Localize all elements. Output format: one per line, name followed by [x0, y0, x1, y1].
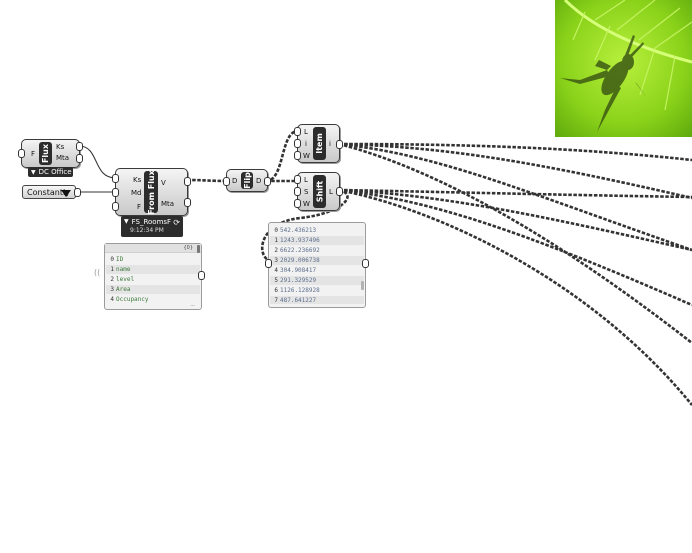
shift-nickname: Shift: [313, 175, 326, 208]
flux-nickname: Flux: [39, 142, 52, 165]
list-item-component[interactable]: L i W Item i: [297, 124, 340, 163]
item-input-l: L: [304, 128, 308, 136]
from-flux-input-grip-ks[interactable]: [112, 174, 119, 183]
flux-output-mta: Mta: [56, 154, 70, 162]
flux-output-ks: Ks: [56, 143, 65, 151]
flux-output-grip-mta[interactable]: [76, 154, 83, 163]
values-panel-input-grip[interactable]: [265, 259, 272, 268]
flip-nickname: Flip: [241, 172, 253, 189]
flux-component[interactable]: F Flux Ks Mta: [21, 139, 80, 168]
flip-input-d: D: [232, 177, 238, 185]
from-flux-input-grip-f[interactable]: [112, 202, 119, 211]
from-flux-input-grip-md[interactable]: [112, 188, 119, 197]
flux-project-dropdown[interactable]: ▼ DC Office: [28, 167, 73, 177]
grasshopper-on-leaf-image: [555, 0, 692, 137]
from-flux-key-dropdown[interactable]: ▼ FS_RoomsF ⟳ 9:12:34 PM: [121, 216, 183, 237]
keys-panel-input-wave-icon: ((: [94, 268, 101, 277]
wire: [338, 142, 692, 162]
shift-input-grip-l[interactable]: [294, 175, 301, 184]
wire: [186, 178, 228, 183]
item-input-grip-l[interactable]: [294, 127, 301, 136]
flux-output-grip-ks[interactable]: [76, 142, 83, 151]
keys-panel-path-header: {0}: [105, 244, 201, 253]
keys-panel-output-grip[interactable]: [198, 271, 205, 280]
values-panel-scrollbar[interactable]: [361, 281, 364, 290]
shift-input-grip-w[interactable]: [294, 199, 301, 208]
item-input-grip-w[interactable]: [294, 151, 301, 160]
wire: [338, 188, 692, 252]
wire: [338, 188, 692, 199]
from-flux-input-f: F: [137, 203, 142, 211]
wire: [338, 142, 692, 345]
shift-output-grip[interactable]: [336, 187, 343, 196]
keys-panel-scrollbar[interactable]: [197, 245, 200, 253]
item-output-i: i: [329, 140, 331, 148]
value-list-output-grip[interactable]: [74, 188, 81, 197]
shift-list-component[interactable]: L S W Shift L: [297, 172, 340, 211]
caret-down-icon: ▼: [124, 218, 129, 225]
from-flux-output-grip-mta[interactable]: [184, 198, 191, 207]
from-flux-output-grip-v[interactable]: [184, 177, 191, 186]
from-flux-input-md: Md: [131, 189, 142, 197]
item-nickname: Item: [313, 127, 326, 160]
values-panel-output-grip[interactable]: [362, 259, 369, 268]
from-flux-timestamp: 9:12:34 PM: [130, 227, 164, 234]
shift-input-grip-s[interactable]: [294, 187, 301, 196]
from-flux-key-label: FS_RoomsF: [131, 218, 172, 226]
value-list-label: Constantly: [27, 187, 70, 197]
shift-input-l: L: [304, 176, 308, 184]
refresh-icon[interactable]: ⟳: [173, 218, 180, 227]
from-flux-input-ks: Ks: [133, 176, 142, 184]
wire: [338, 142, 692, 200]
flip-output-d: D: [256, 177, 262, 185]
shift-input-s: S: [304, 188, 309, 196]
wire: [338, 188, 692, 406]
flip-component[interactable]: D Flip D: [226, 169, 268, 192]
wire: [78, 145, 117, 179]
from-flux-nickname: From Flux: [144, 170, 158, 214]
flux-input-grip[interactable]: [18, 149, 25, 158]
value-list-constantly[interactable]: Constantly: [22, 185, 76, 199]
wire: [338, 188, 692, 307]
item-input-w: W: [303, 152, 310, 160]
from-flux-output-mta: Mta: [161, 200, 175, 208]
flux-project-label: DC Office: [38, 168, 72, 176]
flip-input-grip[interactable]: [223, 177, 230, 186]
item-input-grip-i[interactable]: [294, 139, 301, 148]
wire: [338, 142, 692, 252]
from-flux-output-v: V: [161, 179, 166, 187]
caret-down-icon: ▼: [31, 168, 36, 176]
flip-output-grip[interactable]: [264, 177, 271, 186]
caret-down-icon[interactable]: [61, 190, 71, 197]
shift-output-l: L: [329, 188, 333, 196]
flux-input-f: F: [31, 150, 36, 158]
keys-panel-footer: ...: [190, 302, 195, 308]
from-flux-component[interactable]: Ks Md F From Flux V Mta: [115, 168, 188, 216]
item-output-grip[interactable]: [336, 140, 343, 149]
shift-input-w: W: [303, 200, 310, 208]
item-input-i: i: [305, 140, 307, 148]
